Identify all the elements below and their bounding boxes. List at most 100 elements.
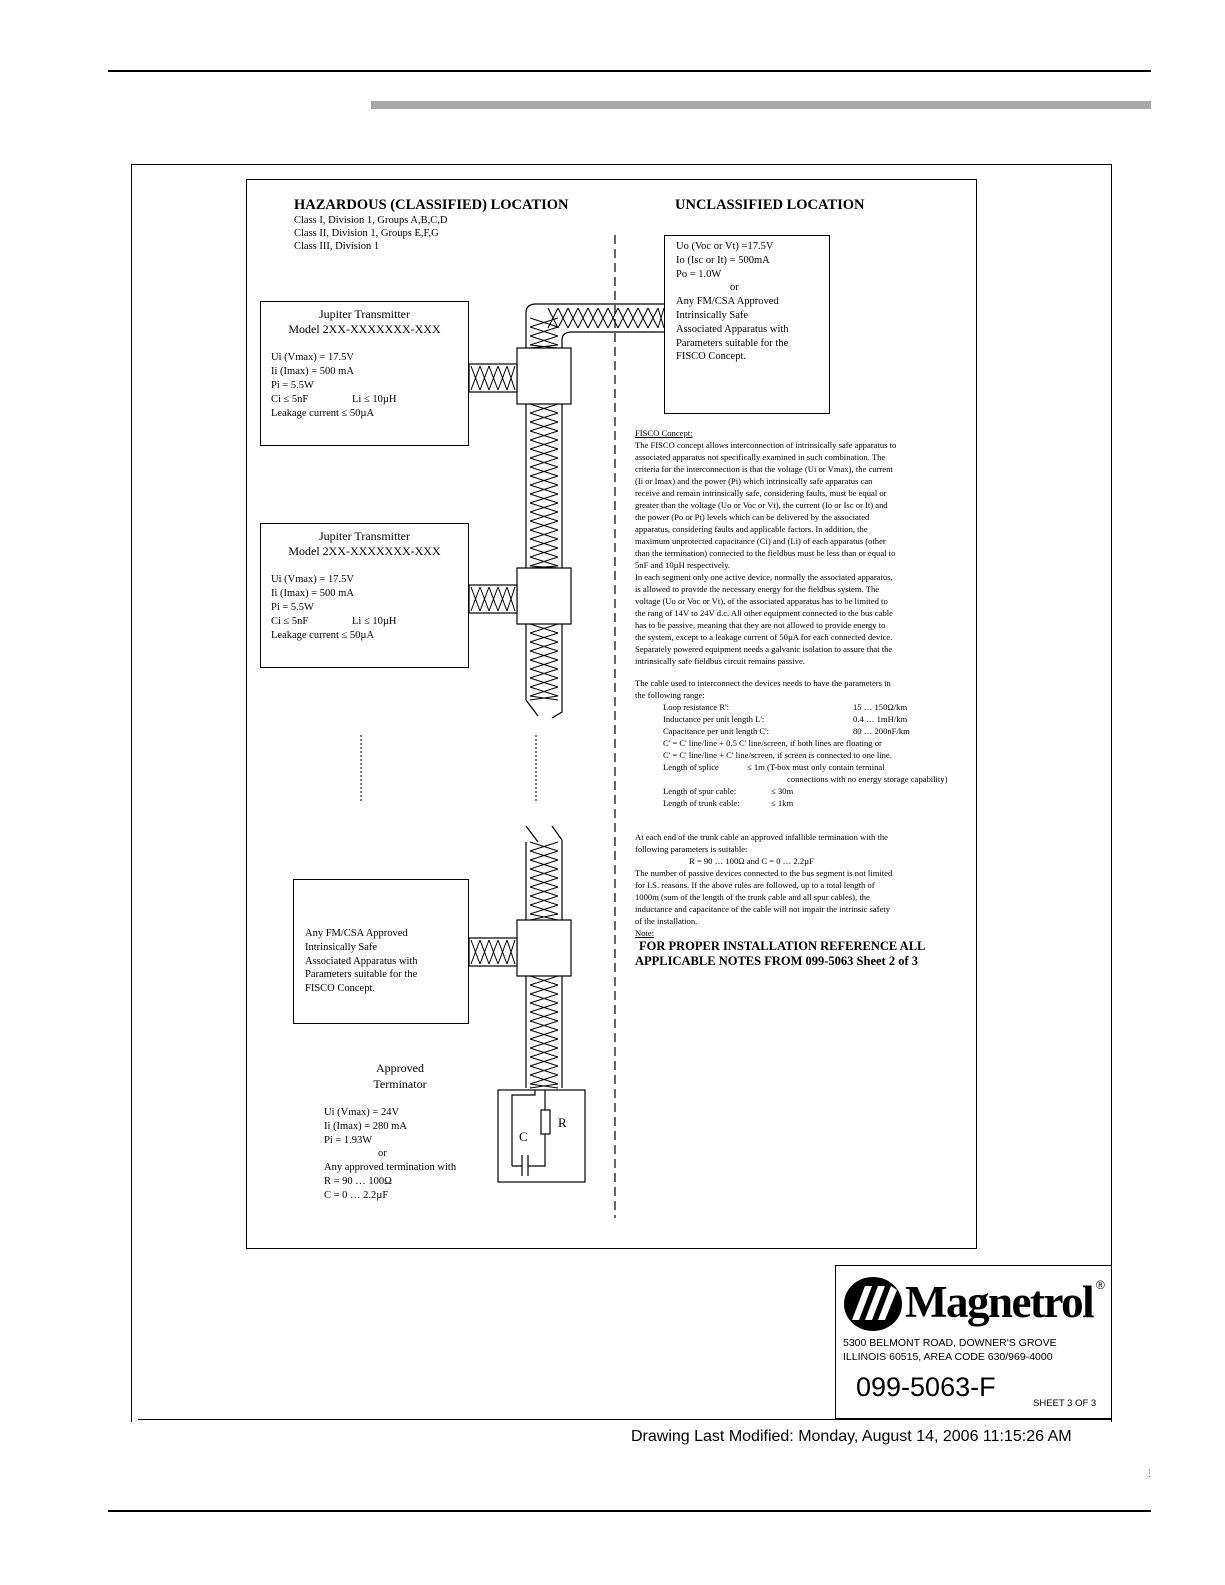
fisco-para1-line: 5nF and 10µH respectively. xyxy=(635,560,731,570)
terminator-r: R = 90 … 100Ω xyxy=(324,1175,392,1187)
fisco-para3-line: At each end of the trunk cable an approv… xyxy=(635,832,888,842)
fisco-c-line-1: C' = C' line/line + 0.5 C' line/screen, … xyxy=(663,738,882,748)
fisco-para1-line: voltage (Uo or Voc or Vt), of the associ… xyxy=(635,596,888,606)
fisco-para1-line: apparatus, considering faults and applic… xyxy=(635,524,868,534)
transmitter-1-pi: Pi = 5.5W xyxy=(271,380,314,391)
sheet-number: SHEET 3 OF 3 xyxy=(1033,1398,1097,1409)
transmitter-1-ci: Ci ≤ 5nF xyxy=(271,394,309,405)
associated-line: Associated Apparatus with xyxy=(676,323,789,335)
top-rule xyxy=(108,70,1151,72)
transmitter-1-leakage: Leakage current ≤ 50µA xyxy=(271,408,375,419)
cable-parameter-value: 15 … 150Ω/km xyxy=(853,702,908,712)
or-line: or xyxy=(730,282,739,294)
terminator-subtitle: Terminator xyxy=(373,1077,427,1091)
transmitter-1-box xyxy=(260,301,469,446)
gray-header-bar xyxy=(371,101,1151,109)
fisco-para1-line: Separately powered equipment needs a gal… xyxy=(635,644,893,654)
fisco-para1-line: receive and remain intrinsically safe, c… xyxy=(635,488,887,498)
magnetrol-logo-mark xyxy=(844,1277,902,1331)
transmitter-1-title: Jupiter Transmitter xyxy=(318,307,410,321)
po-line: Po = 1.0W xyxy=(676,268,722,280)
fisco-paragraph-3: At each end of the trunk cable an approv… xyxy=(635,831,965,855)
fisco-note-bold-1: FOR PROPER INSTALLATION REFERENCE ALL xyxy=(639,939,926,953)
fisco-para2-line: the following range: xyxy=(635,690,705,700)
fisco-para1-line: than the termination) connected to the f… xyxy=(635,548,896,558)
splice-label: Length of splice xyxy=(663,762,719,772)
cable-parameter-value: 80 … 200nF/km xyxy=(853,726,910,736)
io-line: Io (Isc or It) = 500mA xyxy=(676,254,770,266)
terminator-ii: Ii (Imax) = 280 mA xyxy=(324,1120,407,1132)
cable-parameter-row: Capacitance per unit length C': 80 … 200n… xyxy=(663,725,965,737)
outer-frame xyxy=(131,164,1112,1422)
hazardous-class-2: Class II, Division 1, Groups E,F,G xyxy=(294,228,439,239)
terminator-any: Any approved termination with xyxy=(324,1162,457,1174)
fisco-para1-line: The FISCO concept allows interconnection… xyxy=(635,440,897,450)
apparatus-line-3: Associated Apparatus with xyxy=(305,955,418,967)
terminator-text: Ui (Vmax) = 24V Ii (Imax) = 280 mA Pi = … xyxy=(324,1106,456,1203)
fisco-para1-line: greater than the voltage (Uo or Voc or V… xyxy=(635,500,888,510)
fisco-c-line-2: C' = C' line/line + C' line/screen, if s… xyxy=(663,750,892,760)
terminator-c: C = 0 … 2.2µF xyxy=(324,1189,389,1201)
address-line-2: ILLINOIS 60515, AREA CODE 630/969-4000 xyxy=(843,1351,1053,1363)
hazardous-class-3: Class III, Division 1 xyxy=(294,241,380,252)
fisco-para1-line: the rang of 14V to 24V d.c. All other eq… xyxy=(635,608,893,618)
transmitter-1-ui: Ui (Vmax) = 17.5V xyxy=(271,352,354,363)
spur-label: Length of spur cable: xyxy=(663,786,737,796)
transmitter-1-model: Model 2XX-XXXXXXX-XXX xyxy=(288,322,441,336)
drawing-modified: Drawing Last Modified: Monday, August 14… xyxy=(631,1428,1072,1445)
fisco-para4-line: inductance and capacitance of the cable … xyxy=(635,904,891,914)
fisco-line: FISCO Concept. xyxy=(676,351,747,363)
apparatus-line-5: FISCO Concept. xyxy=(305,983,376,995)
fisco-para1-line: is allowed to provide the necessary ener… xyxy=(635,584,880,594)
cable-parameter-row: Loop resistance R': 15 … 150Ω/km xyxy=(663,701,965,713)
fisco-paragraph-2: The cable used to interconnect the devic… xyxy=(635,677,965,701)
cable-parameter-label: Inductance per unit length L': xyxy=(663,714,765,724)
brand-name: Magnetrol xyxy=(905,1277,1095,1327)
apparatus-line-4: Parameters suitable for the xyxy=(305,969,418,981)
hazardous-class-1: Class I, Division 1, Groups A,B,C,D xyxy=(294,215,448,226)
transmitter-2-li: Li ≤ 10µH xyxy=(352,616,397,627)
capacitor-label: C xyxy=(519,1129,528,1144)
fisco-formula: R = 90 … 100Ω and C = 0 … 2.2µF xyxy=(689,856,814,866)
transmitter-2-ci: Ci ≤ 5nF xyxy=(271,616,309,627)
address-line-1: 5300 BELMONT ROAD, DOWNER'S GROVE xyxy=(843,1337,1057,1349)
fisco-section: FISCO Concept: The FISCO concept allows … xyxy=(635,427,965,969)
fisco-para1-line: (Ii or Imax) and the power (Pi) which in… xyxy=(635,476,873,486)
parameters-line: Parameters suitable for the xyxy=(676,337,789,349)
fisco-para1-line: In each segment only one active device, … xyxy=(635,572,893,582)
splice-value-2: connections with no energy storage capab… xyxy=(787,774,948,784)
fisco-para4-line: The number of passive devices connected … xyxy=(635,868,893,878)
cable-parameter-row: Inductance per unit length L': 0.4 … 1mH/… xyxy=(663,713,965,725)
magnetrol-logo: Magnetrol ® xyxy=(843,1276,1108,1332)
apparatus-text: Any FM/CSA Approved Intrinsically Safe A… xyxy=(305,927,418,996)
hazardous-title: HAZARDOUS (CLASSIFIED) LOCATION xyxy=(294,197,569,213)
trunk-value: ≤ 1km xyxy=(771,798,794,808)
cable-parameter-label: Loop resistance R': xyxy=(663,702,729,712)
transmitter-2-ui: Ui (Vmax) = 17.5V xyxy=(271,574,354,585)
fisco-para4-line: for I.S. reasons. If the above rules are… xyxy=(635,880,875,890)
unclassified-apparatus-text: Uo (Voc or Vt) =17.5V Io (Isc or It) = 5… xyxy=(676,240,826,364)
terminator-ui: Ui (Vmax) = 24V xyxy=(324,1107,400,1118)
fisco-para1-line: maximum unprotected capacitance (Ci) and… xyxy=(635,536,886,546)
frame-bottom-line xyxy=(138,1419,1112,1420)
fisco-para2-line: The cable used to interconnect the devic… xyxy=(635,678,891,688)
brand-registered: ® xyxy=(1096,1278,1105,1292)
title-block xyxy=(835,1265,1112,1419)
cable-parameter-value: 0.4 … 1mH/km xyxy=(853,714,908,724)
resistor-label: R xyxy=(558,1115,567,1130)
cable-parameter-label: Capacitance per unit length C': xyxy=(663,726,770,736)
spur-value: ≤ 30m xyxy=(771,786,794,796)
splice-value: ≤ 1m (T-box must only contain terminal xyxy=(747,762,885,772)
fisco-para1-line: intrinsically safe fieldbus circuit rema… xyxy=(635,656,805,666)
trunk-label: Length of trunk cable: xyxy=(663,798,740,808)
fisco-note-bold-2: APPLICABLE NOTES FROM 099-5063 Sheet 2 o… xyxy=(635,954,918,968)
transmitter-2-ii: Ii (Imax) = 500 mA xyxy=(271,588,354,599)
transmitter-2-leakage: Leakage current ≤ 50µA xyxy=(271,630,375,641)
terminator-pi: Pi = 1.93W xyxy=(324,1134,373,1146)
approved-line: Any FM/CSA Approved xyxy=(676,296,779,308)
footer-mark: ⋮ xyxy=(1145,1468,1154,1478)
fisco-para4-line: of the installation. xyxy=(635,916,698,926)
transmitter-2-pi: Pi = 5.5W xyxy=(271,602,314,613)
fisco-para1-line: has to be passive, meaning that they are… xyxy=(635,620,886,630)
fisco-para3-line: following parameters is suitable: xyxy=(635,844,748,854)
